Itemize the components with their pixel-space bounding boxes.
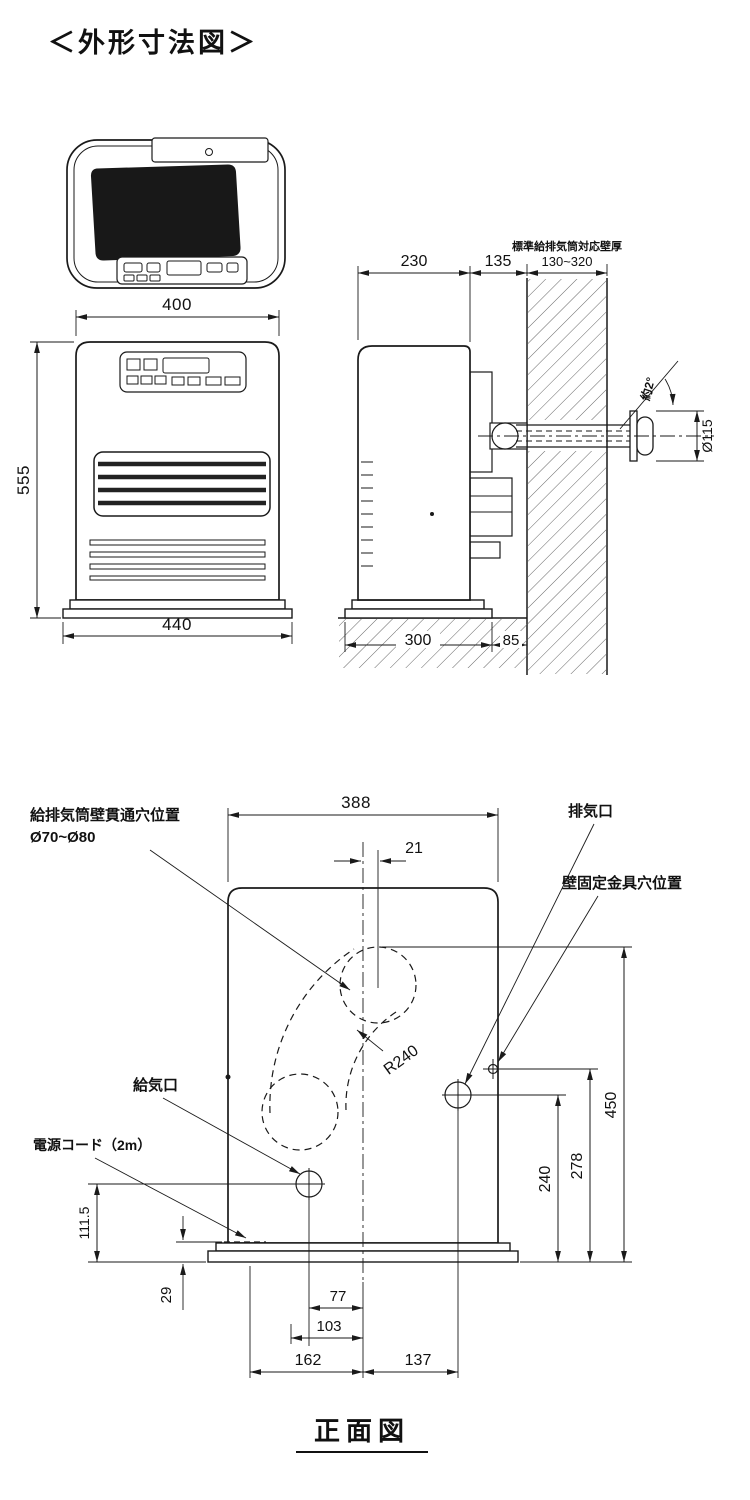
dim-front-base-width: 440	[62, 615, 293, 644]
dim-w103-value: 103	[316, 1318, 341, 1335]
rear-duct-box	[469, 371, 493, 473]
front-base-lower	[62, 608, 293, 619]
dim-height-cord-value: 29	[158, 1287, 175, 1304]
intake-label: 給気口	[133, 1076, 178, 1094]
dim-height-278: 278	[502, 1068, 598, 1262]
dim-height-240: 240	[473, 1094, 566, 1262]
label-intake: 給気口	[133, 1076, 301, 1175]
page-title: ＜外形寸法図＞	[48, 28, 258, 58]
wall-hole-dia-label: Ø70~Ø80	[30, 829, 95, 846]
dim-side-bottom: 300 85	[344, 622, 527, 652]
cord-label: 電源コード（2m）	[33, 1137, 151, 1153]
dim-height-29: 29	[158, 1216, 222, 1310]
dim-depth-value: 230	[401, 253, 428, 270]
top-view-control-buttons	[123, 260, 239, 282]
side-base-lower	[344, 608, 493, 619]
angle-annotation: 約2°	[619, 360, 679, 430]
top-view-button	[205, 148, 213, 156]
label-cord: 電源コード（2m）	[33, 1137, 247, 1239]
label-exhaust: 排気口	[464, 802, 613, 1085]
bracket-hole-mark	[483, 1059, 503, 1079]
mounting-view: 給排気筒壁貫通穴位置 Ø70~Ø80 排気口 壁固定金具穴位置 給気口 電源コー…	[30, 793, 682, 1453]
dim-front-height-value: 555	[14, 465, 33, 495]
wall-hole-upper-position	[339, 946, 417, 1024]
caption-group: 正面図	[296, 1416, 428, 1453]
dim-offset-value: 21	[405, 840, 423, 857]
front-lower-vents	[89, 539, 266, 581]
rear-small-box	[469, 541, 501, 559]
wall-note-label: 標準給排気筒対応壁厚	[512, 239, 622, 253]
top-view-window	[90, 164, 241, 261]
front-panel-buttons	[126, 357, 241, 386]
dim-pipe-dia-value: Ø115	[699, 419, 715, 452]
bracket-label: 壁固定金具穴位置	[562, 874, 682, 892]
dim-w77-value: 77	[330, 1288, 347, 1305]
side-body-outline	[357, 345, 471, 601]
side-screw-dot	[430, 512, 434, 516]
dim-side-top: 230 135 130~320 標準給排気筒対応壁厚	[357, 239, 622, 342]
top-view-back-panel	[151, 137, 269, 163]
front-grille-slats	[98, 461, 266, 506]
top-view	[66, 137, 286, 289]
dim-height-exhaust-value: 240	[537, 1166, 554, 1193]
dim-rear-gap-value: 135	[485, 253, 512, 270]
angle-value: 約2°	[637, 375, 658, 402]
side-view: 約2° 230 135 130~320 標準給排気筒対応壁厚 Ø115	[338, 239, 715, 675]
wall-hole-label: 給排気筒壁貫通穴位置	[30, 806, 180, 824]
dim-wall-range-value: 130~320	[542, 254, 593, 269]
flue-pipe	[516, 424, 636, 448]
swing-arc-outer	[269, 948, 355, 1114]
dim-front-height: 555	[14, 341, 74, 619]
dim-height-top-value: 450	[603, 1092, 620, 1119]
rear-lower-box	[469, 477, 513, 537]
front-grille	[93, 451, 271, 517]
wall-hatch	[528, 279, 606, 674]
dim-front-top-width-value: 400	[162, 295, 192, 314]
left-edge-mark	[225, 1074, 231, 1080]
dim-offset-21: 21	[334, 840, 423, 864]
dim-base-depth-value: 300	[405, 632, 432, 649]
dim-terminal-dia: Ø115	[656, 410, 715, 462]
dim-bottom-widths: 77 103 162 137	[249, 1110, 459, 1378]
mount-body-outline	[227, 887, 499, 1244]
dim-w162-value: 162	[295, 1352, 322, 1369]
dim-mount-width: 388	[227, 793, 499, 882]
dim-height-450: 450	[382, 946, 632, 1263]
front-view-caption: 正面図	[314, 1416, 410, 1446]
label-wall-hole: 給排気筒壁貫通穴位置 Ø70~Ø80	[30, 806, 351, 991]
dim-height-intake-value: 111.5	[76, 1206, 92, 1239]
side-base-upper	[351, 599, 485, 610]
wall-hole-lower-position	[261, 1073, 339, 1151]
dim-height-bracket-value: 278	[569, 1153, 586, 1180]
front-view: 400 555 440	[14, 295, 293, 644]
dim-mount-width-value: 388	[341, 793, 371, 812]
dim-front-top-width: 400	[75, 295, 280, 336]
dim-w137-value: 137	[405, 1352, 432, 1369]
front-base-upper	[69, 599, 286, 610]
dim-height-111-5: 111.5	[76, 1183, 296, 1263]
label-bracket: 壁固定金具穴位置	[497, 874, 682, 1063]
dim-front-base-width-value: 440	[162, 615, 192, 634]
exhaust-label: 排気口	[568, 802, 613, 820]
exhaust-port-mark	[442, 1079, 474, 1111]
side-louver-slits	[361, 461, 373, 567]
swing-arc-inner	[345, 1011, 397, 1111]
dim-base-rear-gap-value: 85	[503, 632, 520, 649]
